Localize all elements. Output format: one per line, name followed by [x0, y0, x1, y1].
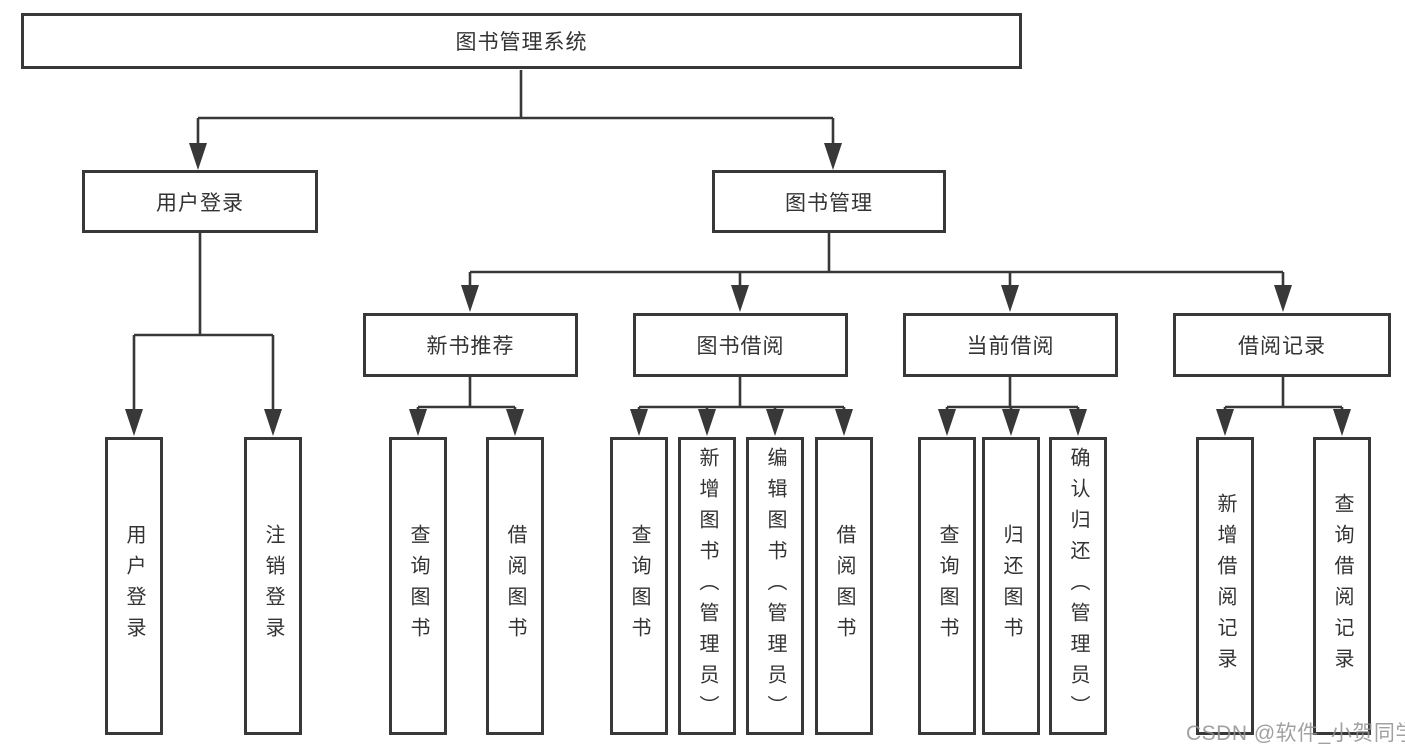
connector-new-book-children	[409, 377, 524, 436]
node-user-login: 用户登录	[82, 170, 318, 233]
node-root-system: 图书管理系统	[21, 13, 1022, 69]
leaf-label: 确认归还（管理员）	[1067, 446, 1089, 726]
arrow-down-icon	[125, 409, 143, 436]
connector-borrow-record-children	[1216, 377, 1351, 436]
arrow-down-icon	[835, 409, 853, 436]
node-current-borrow: 当前借阅	[903, 313, 1118, 377]
arrow-down-icon	[938, 409, 956, 436]
leaf-label: 编辑图书（管理员）	[764, 446, 786, 726]
arrow-down-icon	[1001, 285, 1019, 312]
leaf-label: 查询图书	[407, 524, 429, 648]
node-leaf-query-books-2: 查询图书	[610, 437, 668, 735]
arrow-down-icon	[630, 409, 648, 436]
arrow-down-icon	[1002, 409, 1020, 436]
node-leaf-return-books: 归还图书	[982, 437, 1040, 735]
arrow-down-icon	[1274, 285, 1292, 312]
arrow-down-icon	[189, 143, 207, 170]
arrow-down-icon	[506, 409, 524, 436]
node-leaf-confirm-return-admin: 确认归还（管理员）	[1049, 437, 1107, 735]
leaf-label: 借阅图书	[833, 524, 855, 648]
node-leaf-add-borrow-record: 新增借阅记录	[1196, 437, 1254, 735]
arrow-down-icon	[824, 143, 842, 170]
connector-book-mgmt-children	[461, 233, 1292, 312]
connector-book-borrow-children	[630, 377, 853, 436]
node-book-borrow: 图书借阅	[633, 313, 848, 377]
leaf-label: 查询图书	[628, 524, 650, 648]
node-leaf-add-books-admin: 新增图书（管理员）	[678, 437, 736, 735]
node-leaf-logout: 注销登录	[244, 437, 302, 735]
arrow-down-icon	[698, 409, 716, 436]
node-leaf-borrow-books-1: 借阅图书	[486, 437, 544, 735]
arrow-down-icon	[1333, 409, 1351, 436]
arrow-down-icon	[1069, 409, 1087, 436]
leaf-label: 查询图书	[936, 524, 958, 648]
node-leaf-query-borrow-record: 查询借阅记录	[1313, 437, 1371, 735]
csdn-watermark: CSDN @软件_小贺同学	[1186, 722, 1405, 745]
arrow-down-icon	[731, 285, 749, 312]
arrow-down-icon	[1216, 409, 1234, 436]
connector-user-login-children	[125, 233, 282, 436]
connector-root-to-level2	[189, 70, 842, 170]
node-leaf-borrow-books-2: 借阅图书	[815, 437, 873, 735]
leaf-label: 借阅图书	[504, 524, 526, 648]
connector-current-borrow-children	[938, 377, 1087, 436]
leaf-label: 注销登录	[262, 524, 284, 648]
node-borrow-record: 借阅记录	[1173, 313, 1391, 377]
arrow-down-icon	[264, 409, 282, 436]
node-leaf-edit-books-admin: 编辑图书（管理员）	[746, 437, 804, 735]
node-leaf-query-books-1: 查询图书	[389, 437, 447, 735]
node-new-book-recommend: 新书推荐	[363, 313, 578, 377]
node-leaf-query-books-3: 查询图书	[918, 437, 976, 735]
leaf-label: 用户登录	[123, 524, 145, 648]
node-leaf-user-login: 用户登录	[105, 437, 163, 735]
arrow-down-icon	[461, 285, 479, 312]
node-book-management: 图书管理	[712, 170, 946, 233]
arrow-down-icon	[766, 409, 784, 436]
leaf-label: 新增借阅记录	[1214, 493, 1236, 679]
leaf-label: 查询借阅记录	[1331, 493, 1353, 679]
leaf-label: 归还图书	[1000, 524, 1022, 648]
arrow-down-icon	[409, 409, 427, 436]
leaf-label: 新增图书（管理员）	[696, 446, 718, 726]
